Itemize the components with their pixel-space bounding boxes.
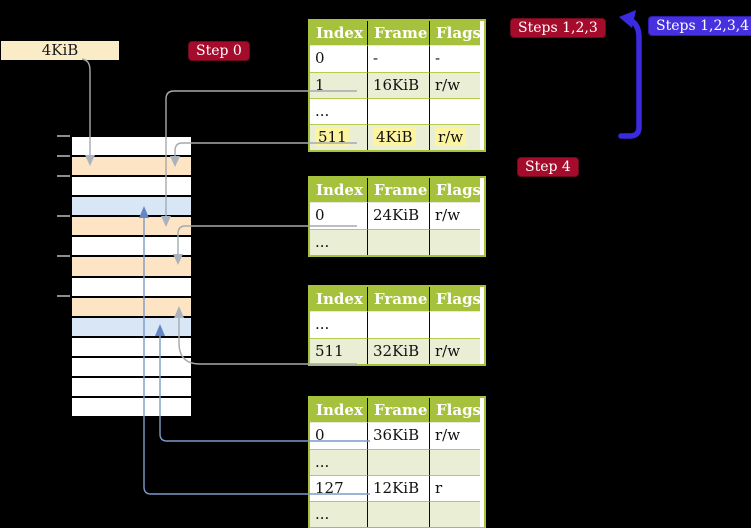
page-table-level2: Index Frame Flags ... 511 32KiB r/w [308,285,486,366]
table-cell: 4KiB [367,124,429,150]
table-cell [367,229,429,255]
table-cell: 32KiB [367,338,429,364]
table-header-cell: Index [310,287,367,312]
memory-frame-row [72,317,191,338]
table-cell: 511 [310,338,367,364]
physical-memory-strip [71,136,192,417]
table-cell: r/w [429,72,480,98]
table-cell [429,449,480,475]
table-cell: 0 [310,203,367,229]
table-cell: 127 [310,475,367,501]
address-tick-mark [57,215,70,217]
memory-frame-row [72,377,191,399]
address-tick-mark [57,175,70,177]
table-header-cell: Flags [429,287,480,312]
memory-frame-row [72,177,191,198]
table-cell: r/w [429,423,480,449]
page-table-level4: Index Frame Flags 0 - - 1 16KiB r/w ... … [308,19,486,152]
memory-frame-row [72,137,191,158]
steps123-badge: Steps 1,2,3 [510,18,606,38]
steps1234-badge: Steps 1,2,3,4 [648,16,751,36]
table-cell: 24KiB [367,203,429,229]
table-cell: r/w [429,203,480,229]
page-table-level3: Index Frame Flags 0 24KiB r/w ... [308,176,486,257]
table-cell: ... [310,312,367,338]
table-cell: 16KiB [367,72,429,98]
table-header-cell: Index [310,398,367,423]
table-header-cell: Index [310,178,367,203]
memory-frame-row [72,398,191,417]
highlighted-value: r/w [435,128,467,146]
table-cell [367,312,429,338]
table-cell: ... [310,229,367,255]
table-header-cell: Frame [367,178,429,203]
table-cell: r/w [429,124,480,150]
step0-badge: Step 0 [188,41,250,61]
address-tick-mark [57,135,70,137]
table-header-cell: Frame [367,398,429,423]
table-cell: - [367,46,429,72]
table-cell: ... [310,98,367,124]
memory-frame-row [72,157,191,178]
table-cell: 0 [310,46,367,72]
table-cell: ... [310,449,367,475]
highlighted-value: 511 [315,128,350,146]
table-header-cell: Flags [429,21,480,46]
frame-size-label: 4KiB [1,41,119,60]
table-header-cell: Flags [429,178,480,203]
memory-frame-row [72,237,191,258]
table-cell [367,98,429,124]
table-cell [367,449,429,475]
table-cell: r [429,475,480,501]
table-cell [367,501,429,527]
address-tick-mark [57,155,70,157]
memory-frame-row [72,197,191,218]
table-cell: 1 [310,72,367,98]
table-cell [429,312,480,338]
table-cell: 36KiB [367,423,429,449]
address-tick-mark [57,255,70,257]
memory-frame-row [72,297,191,318]
table-header-cell: Index [310,21,367,46]
table-cell: r/w [429,338,480,364]
memory-frame-row [72,217,191,238]
table-cell: 511 [310,124,367,150]
memory-frame-row [72,257,191,278]
page-table-level1: Index Frame Flags 0 36KiB r/w ... 127 12… [308,396,486,528]
step4-badge: Step 4 [517,157,579,177]
table-cell: 12KiB [367,475,429,501]
table-cell [429,229,480,255]
table-cell: 0 [310,423,367,449]
table-cell [429,98,480,124]
big-translation-arrow [618,10,642,139]
highlighted-value: 4KiB [373,128,416,146]
table-header-cell: Frame [367,287,429,312]
address-tick-mark [57,295,70,297]
table-header-cell: Frame [367,21,429,46]
memory-frame-row [72,277,191,298]
table-cell [429,501,480,527]
table-cell: - [429,46,480,72]
memory-frame-row [72,357,191,378]
memory-frame-row [72,337,191,358]
table-cell: ... [310,501,367,527]
table-header-cell: Flags [429,398,480,423]
